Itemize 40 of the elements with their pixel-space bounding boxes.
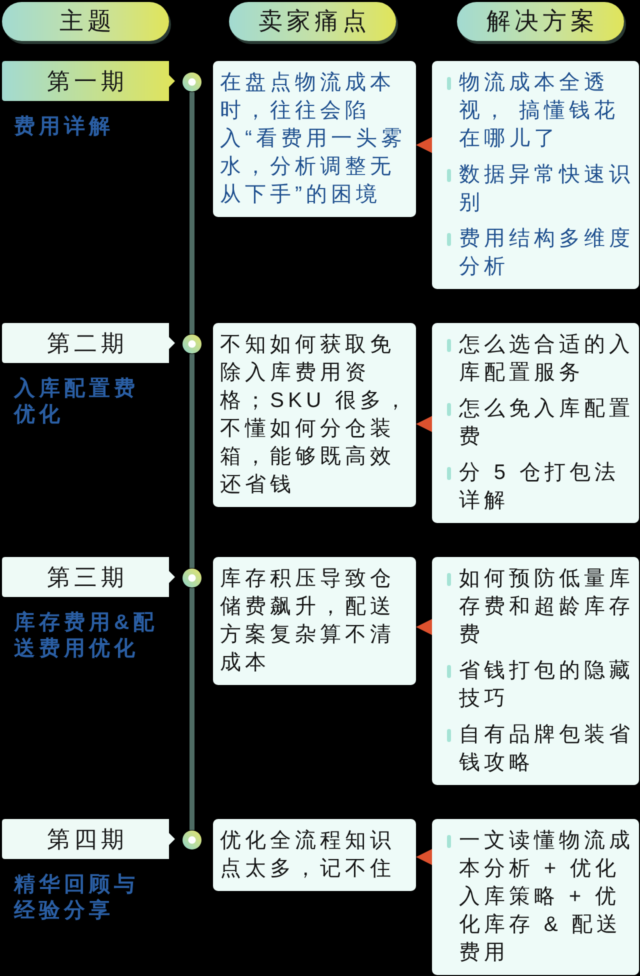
list-item-text: 怎么选合适的入库配置服务: [459, 332, 635, 386]
arrow: [416, 137, 432, 153]
column-header: 主题: [2, 2, 169, 41]
pain-point-card: 库存积压导致仓储费飙升，配送方案复杂算不清成本: [213, 557, 416, 685]
subtitle: 库存费用&配送费用优化: [14, 610, 160, 662]
timeline-dot-icon: [182, 72, 202, 92]
timeline-dot-icon: [182, 568, 202, 588]
period-tab: 第二期: [2, 323, 175, 363]
solution-card: [432, 61, 639, 289]
timeline-line: [190, 92, 194, 334]
list-item-text: 分 5 仓打包法详解: [459, 460, 620, 514]
timeline-dot-icon: [182, 334, 202, 354]
period-tab: 第一期: [2, 61, 175, 101]
solution-card: [432, 819, 639, 975]
subtitle: 精华回顾与经验分享: [14, 872, 140, 924]
timeline-dot-icon: [182, 830, 202, 850]
subtitle: 费用详解: [14, 114, 114, 140]
list-item-text: 数据异常快速识别: [459, 162, 635, 216]
list-item-text: 费用结构多维度分析: [459, 226, 635, 280]
subtitle: 入库配置费优化: [14, 376, 140, 428]
column-header: 解决方案: [457, 2, 624, 41]
column-header: 卖家痛点: [229, 2, 396, 41]
list-item-text: 自有品牌包装省钱攻略: [459, 722, 635, 776]
arrow: [416, 849, 432, 865]
list-item-text: 一文读懂物流成本分析 + 优化入库策略 + 优化库存 & 配送费用: [459, 828, 635, 966]
timeline-line: [190, 588, 194, 830]
list-item-text: 省钱打包的隐藏技巧: [459, 658, 635, 712]
arrow: [416, 416, 432, 432]
timeline-line: [190, 354, 194, 568]
pain-point-card: 优化全流程知识点太多，记不住: [213, 819, 416, 891]
period-tab: 第四期: [2, 819, 175, 859]
pain-point-card: 在盘点物流成本时，往往会陷入“看费用一头雾水，分析调整无从下手”的困境: [213, 61, 416, 217]
solution-card: [432, 557, 639, 785]
list-item-text: 如何预防低量库存费和超龄库存费: [459, 566, 635, 648]
list-item-text: 物流成本全透视， 搞懂钱花在哪儿了: [459, 70, 620, 152]
list-item-text: 怎么免入库配置费: [459, 396, 635, 450]
period-tab: 第三期: [2, 557, 175, 597]
arrow: [416, 619, 432, 635]
solution-card: [432, 323, 639, 523]
pain-point-card: 不知如何获取免除入库费用资格；SKU 很多，不懂如何分仓装箱，能够既高效还省钱: [213, 323, 416, 507]
